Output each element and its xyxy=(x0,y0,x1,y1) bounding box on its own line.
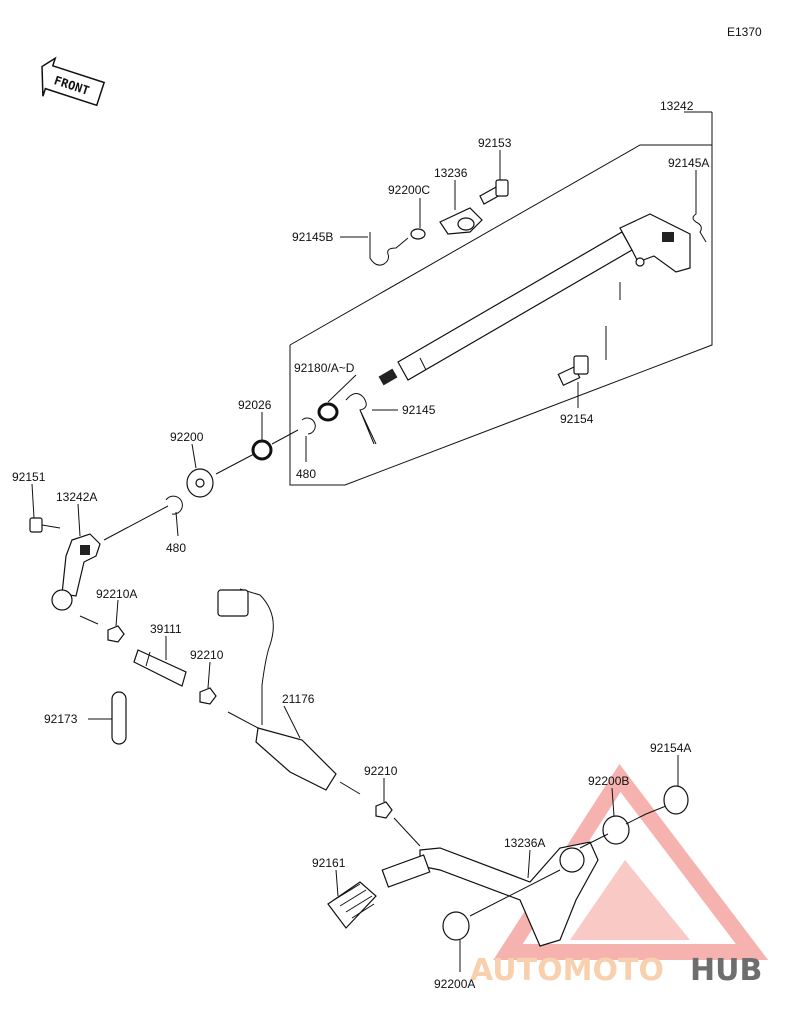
label-480-lower: 480 xyxy=(166,541,186,555)
rod-39111 xyxy=(133,649,187,687)
collar-92154 xyxy=(557,355,589,387)
nut-92210A xyxy=(107,625,125,643)
label-92200B: 92200B xyxy=(588,774,629,788)
label-92154A: 92154A xyxy=(650,741,691,755)
pedal-13236A xyxy=(381,841,599,947)
label-92153: 92153 xyxy=(478,136,512,150)
label-480-upper: 480 xyxy=(296,467,316,481)
seal-92180 xyxy=(317,402,339,422)
spring-92145A xyxy=(692,200,707,243)
washer-92200B xyxy=(602,815,630,845)
washer-92200C xyxy=(410,228,426,240)
leader-lines xyxy=(31,111,713,972)
plate-92173 xyxy=(111,691,127,745)
watermark-text-2: HUB xyxy=(690,953,762,988)
washer-92026 xyxy=(251,439,273,461)
diagram-code: E1370 xyxy=(727,25,762,39)
label-92151: 92151 xyxy=(12,470,46,484)
label-13242A: 13242A xyxy=(56,490,97,504)
nut-92210-middle xyxy=(199,687,217,705)
bolt-92154A xyxy=(645,785,689,815)
bolt-92151 xyxy=(29,517,61,533)
bolt-92153 xyxy=(479,179,509,205)
plate-13236 xyxy=(439,207,483,235)
label-92026: 92026 xyxy=(238,398,272,412)
label-92200A: 92200A xyxy=(434,977,475,991)
label-92200: 92200 xyxy=(170,430,204,444)
label-21176: 21176 xyxy=(282,692,315,706)
label-92161: 92161 xyxy=(312,856,346,870)
label-92180: 92180/A~D xyxy=(294,361,355,375)
label-92145A: 92145A xyxy=(668,156,709,170)
label-92210-lower: 92210 xyxy=(364,764,398,778)
label-92210A: 92210A xyxy=(96,587,137,601)
circlip-480-lower xyxy=(165,495,183,515)
label-39111: 39111 xyxy=(150,622,182,636)
label-13242: 13242 xyxy=(660,99,694,113)
label-92154: 92154 xyxy=(560,412,594,426)
spring-92145 xyxy=(345,393,377,445)
washer-92200A xyxy=(442,911,470,941)
lever-13242A xyxy=(51,533,101,611)
nut-92210-lower xyxy=(375,801,393,819)
pedal-rubber-92161 xyxy=(327,881,377,929)
label-92145: 92145 xyxy=(402,403,436,417)
circlip-480-upper xyxy=(301,417,316,435)
watermark-text-1: AUTOMOTO xyxy=(470,953,664,988)
label-92200C: 92200C xyxy=(388,183,430,197)
label-92210-middle: 92210 xyxy=(190,648,224,662)
label-92145B: 92145B xyxy=(292,230,333,244)
label-92173: 92173 xyxy=(44,712,78,726)
label-13236: 13236 xyxy=(434,166,468,180)
label-13236A: 13236A xyxy=(504,836,545,850)
spring-92145B xyxy=(369,232,409,266)
sensor-21176 xyxy=(217,588,361,795)
front-arrow-icon: FRONT xyxy=(41,56,106,107)
shift-shaft-13242 xyxy=(378,213,691,386)
